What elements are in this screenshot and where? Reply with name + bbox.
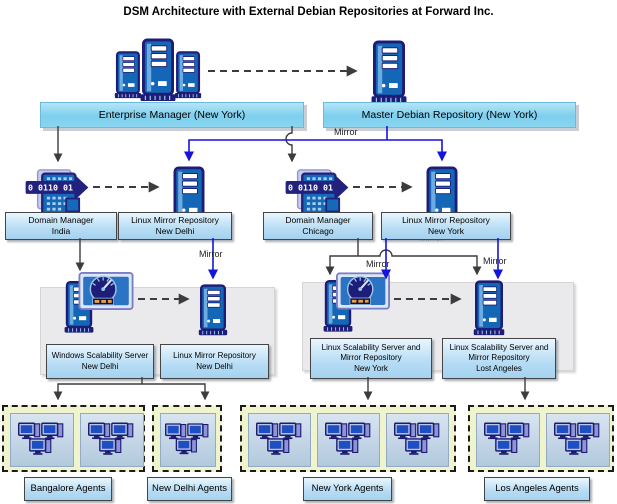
node-label: Windows Scalability Server <box>51 351 149 361</box>
node-label: Linux Mirror Repository <box>131 214 219 225</box>
enterprise-manager-label: Enterprise Manager (New York) <box>98 109 246 121</box>
agent-cluster <box>386 413 449 467</box>
mirror-label-new-delhi: Mirror <box>199 249 223 259</box>
master-repository-label: Master Debian Repository (New York) <box>361 109 538 121</box>
mirror-label-new-york: Mirror <box>366 259 390 269</box>
agent-cluster <box>10 413 74 467</box>
node-linux-mirror-new-york: Linux Mirror Repository New York <box>381 212 511 240</box>
agent-cluster <box>80 413 144 467</box>
node-label: Linux Scalability Server and <box>449 342 549 352</box>
agent-cluster <box>248 413 311 467</box>
domain-manager-india-icon: 0 0110 01 <box>25 169 89 216</box>
node-domain-manager-india: Domain Manager India <box>5 212 117 240</box>
node-label: Domain Manager <box>285 214 351 225</box>
node-bangalore-agents: Bangalore Agents <box>24 477 112 501</box>
node-label: Mirror Repository <box>468 353 530 363</box>
node-label: New York Agents <box>311 482 384 494</box>
new-york-agents-area <box>240 405 456 472</box>
domain-manager-chicago-icon: 0 0110 01 <box>285 169 349 216</box>
node-label: New Delhi Agents <box>152 482 227 494</box>
agent-cluster <box>317 413 380 467</box>
master-repository-label-bar: Master Debian Repository (New York) <box>323 102 576 128</box>
arrow-to-bangalore-agents <box>53 383 142 401</box>
node-new-york-agents: New York Agents <box>303 477 392 501</box>
new-delhi-agents-area <box>152 405 222 472</box>
node-label: Los Angeles Agents <box>495 482 579 494</box>
binary-banner-text: 0 0110 01 <box>288 183 333 193</box>
arrow-to-new-delhi-agents <box>142 383 210 401</box>
arrow-em-to-dm-chicago <box>285 126 297 163</box>
node-domain-manager-chicago: Domain Manager Chicago <box>263 212 373 240</box>
node-new-delhi-agents: New Delhi Agents <box>147 477 232 501</box>
binary-banner-text: 0 0110 01 <box>28 183 73 193</box>
node-label: Domain Manager <box>28 214 94 225</box>
node-label: Chicago <box>302 226 334 236</box>
node-linux-scalability-lost-angeles: Linux Scalability Server and Mirror Repo… <box>442 338 556 379</box>
mirror-label-los-angeles: Mirror <box>483 256 507 266</box>
node-label: New Delhi <box>196 361 233 371</box>
node-label: Lost Angeles <box>476 363 522 373</box>
node-label: New Delhi <box>81 361 119 371</box>
arrow-mirror-to-new-york <box>387 139 447 162</box>
arrow-mirror-to-new-delhi <box>184 139 387 162</box>
enterprise-manager-label-bar: Enterprise Manager (New York) <box>40 102 304 128</box>
node-label: Linux Mirror Repository <box>402 214 490 225</box>
agent-cluster <box>476 413 540 467</box>
agent-cluster <box>546 413 610 467</box>
node-label: New Delhi <box>155 226 195 236</box>
node-label: Bangalore Agents <box>30 482 106 494</box>
mirror-label-master: Mirror <box>334 127 358 137</box>
arrow-chicago-to-nyscal <box>325 255 358 276</box>
node-windows-scalability-new-delhi: Windows Scalability Server New Delhi <box>46 344 154 379</box>
node-label: Linux Scalability Server and <box>321 342 421 352</box>
node-label: New York <box>428 226 464 236</box>
bangalore-agents-area <box>2 405 145 472</box>
agent-cluster <box>160 413 216 467</box>
los-angeles-agents-area <box>468 405 614 472</box>
arrow-chicago-to-lascal <box>358 249 482 276</box>
node-linux-mirror-new-delhi: Linux Mirror Repository New Delhi <box>118 212 232 240</box>
node-linux-scalability-new-york: Linux Scalability Server and Mirror Repo… <box>310 338 432 379</box>
node-label: Linux Mirror Repository <box>173 351 256 361</box>
diagram-title: DSM Architecture with External Debian Re… <box>123 6 494 18</box>
node-los-angeles-agents: Los Angeles Agents <box>484 477 590 501</box>
node-label: India <box>51 226 71 236</box>
node-label: New York <box>354 363 388 373</box>
node-label: Mirror Repository <box>340 353 402 363</box>
node-linux-mirror-new-delhi-tier3: Linux Mirror Repository New Delhi <box>160 344 269 379</box>
